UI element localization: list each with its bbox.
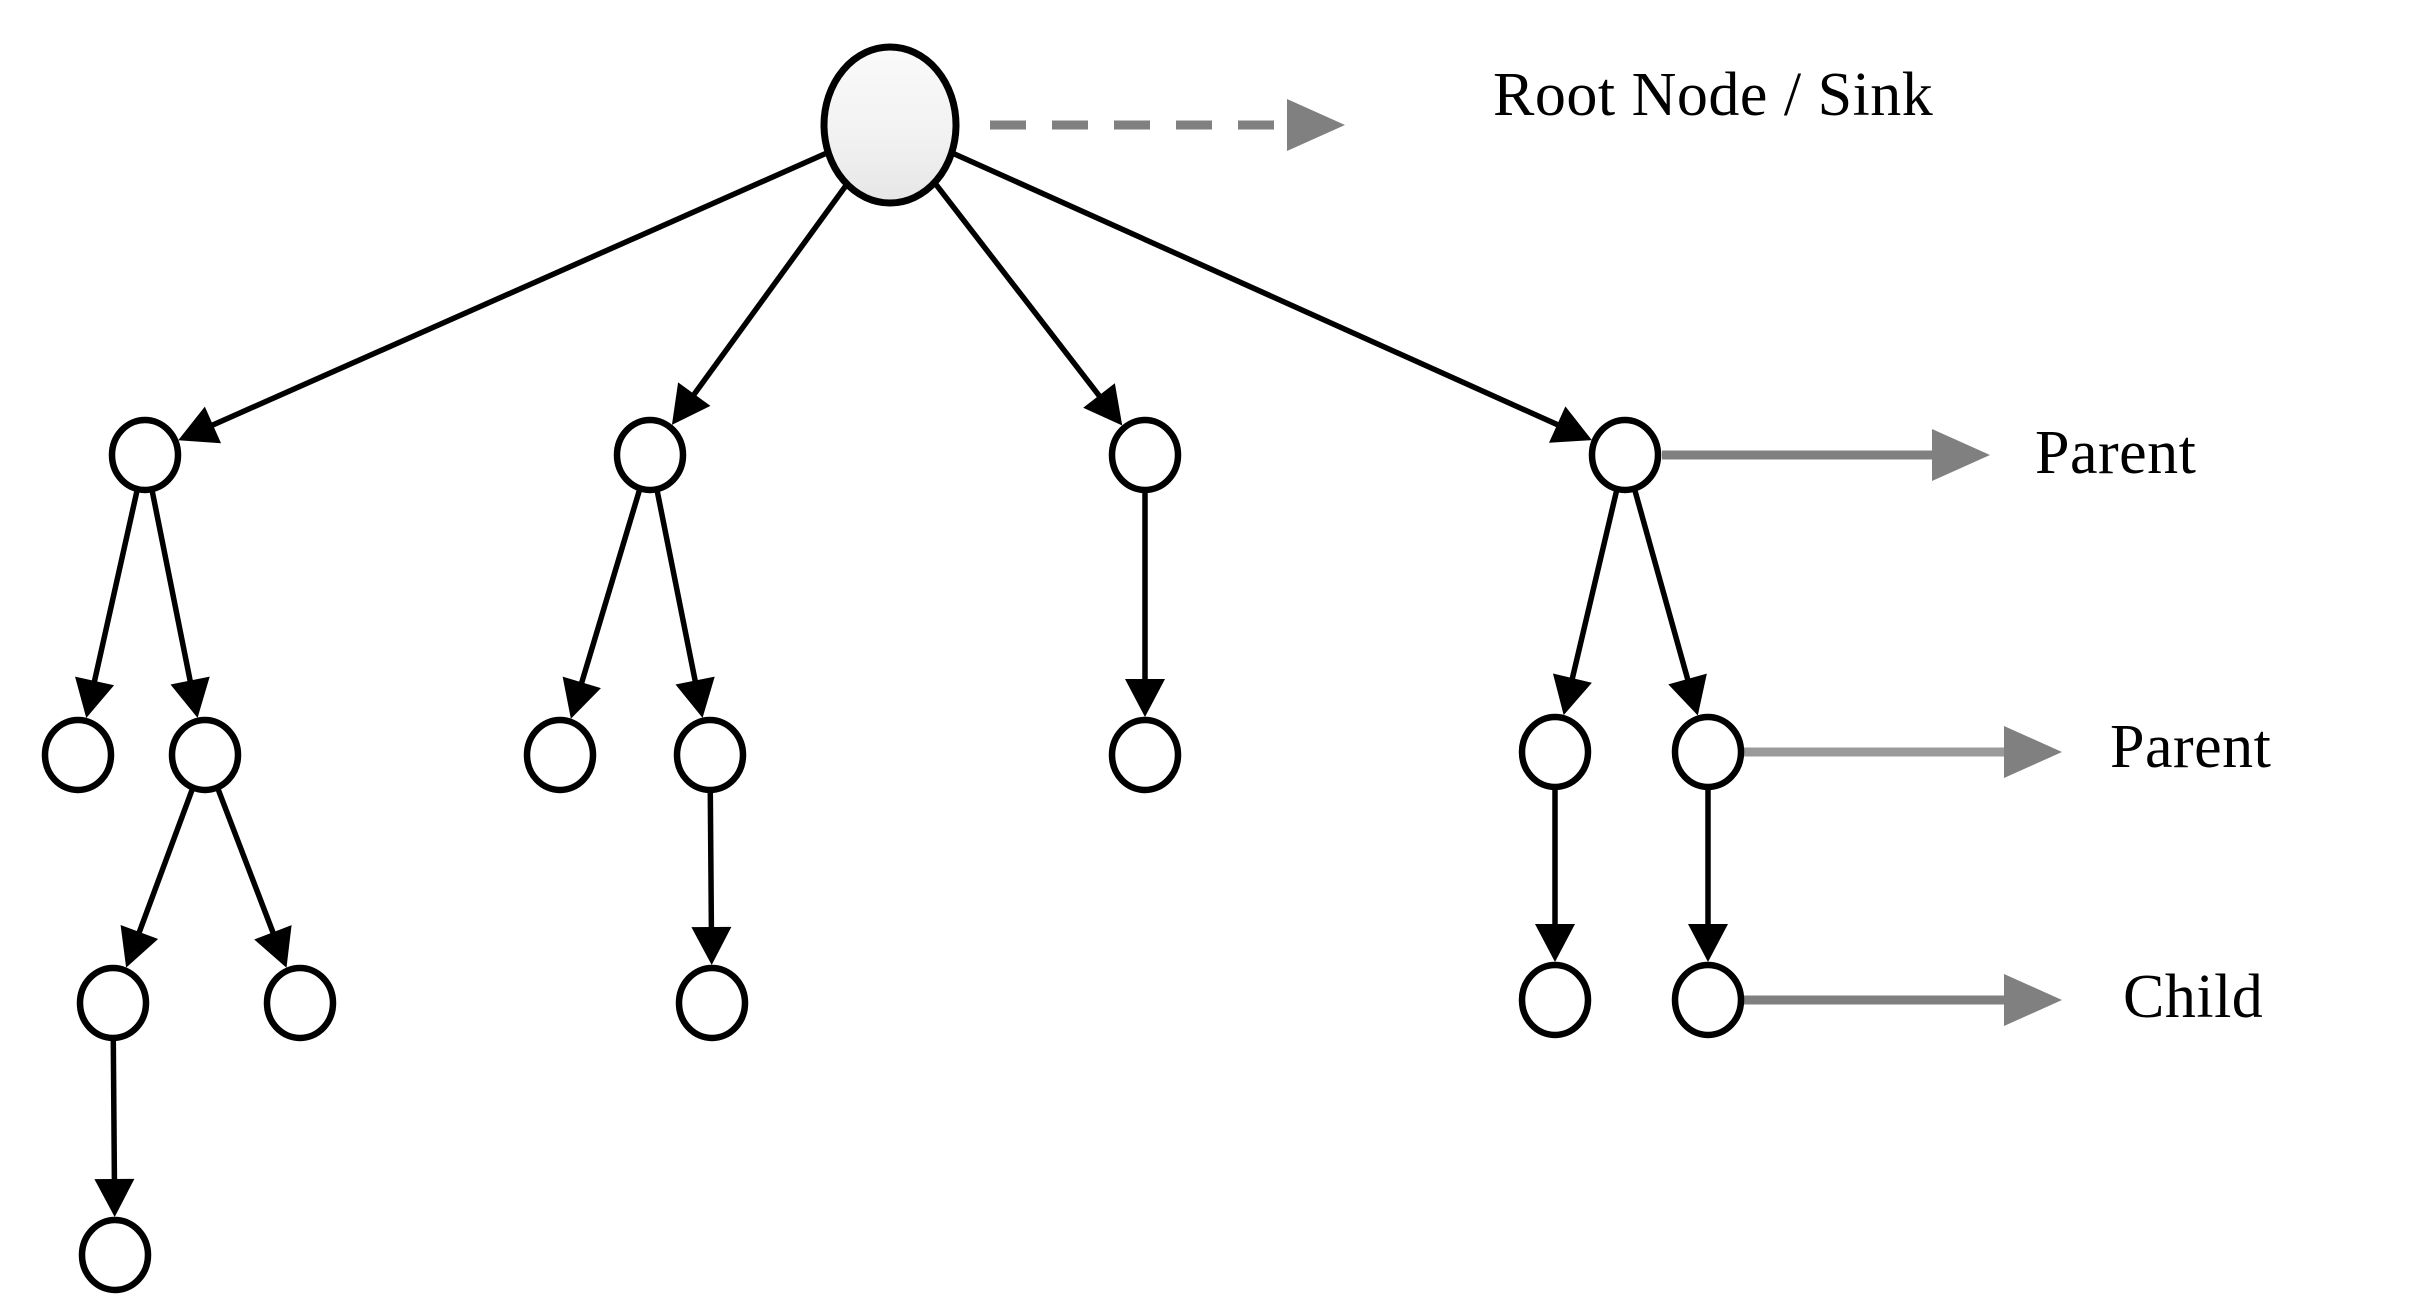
branch-a-level4-node[interactable]	[78, 1216, 152, 1294]
edge-root-to-branch-b-line	[681, 182, 850, 410]
branch-c-level2-node[interactable]	[1108, 716, 1182, 794]
child-annotation-arrowhead	[2004, 974, 2062, 1026]
edge-d1-to-d2-left-line	[1565, 488, 1620, 696]
edge-b1-to-b2-right-arrowhead	[675, 676, 715, 718]
branch-a-level2-right-node[interactable]	[168, 716, 242, 794]
edge-a1-to-a2-left-arrowhead	[75, 676, 115, 719]
edge-root-to-branch-a-line	[196, 149, 830, 435]
branch-d-level2-right-node[interactable]	[1671, 713, 1745, 791]
edge-a3-left-to-a4-arrowhead	[94, 1178, 135, 1218]
parent-level2-annotation-arrowhead	[2004, 726, 2062, 778]
branch-c-level1-node[interactable]	[1108, 416, 1182, 494]
child-annotation-label: Child	[2123, 963, 2264, 1031]
edge-a2-right-to-a3-right	[214, 786, 292, 968]
edge-d2-left-to-d3-left	[1535, 787, 1575, 962]
edge-a1-to-a2-right	[149, 488, 210, 718]
edge-root-to-branch-a-arrowhead	[178, 406, 222, 444]
branch-b-level2-left-node[interactable]	[523, 716, 597, 794]
branch-a-level3-left-node[interactable]	[76, 964, 150, 1042]
parent-level2-annotation-label: Parent	[2110, 713, 2272, 781]
root-annotation-arrow	[990, 99, 1345, 151]
edge-b2-right-to-b3-arrowhead	[691, 926, 732, 966]
edge-root-to-branch-a	[178, 149, 830, 444]
edge-root-to-branch-d-arrowhead	[1549, 406, 1592, 443]
annotations-layer	[990, 99, 2062, 1026]
branch-a-level1-node[interactable]	[108, 416, 182, 494]
edge-a2-right-to-a3-left	[120, 786, 196, 968]
edge-a1-to-a2-left	[75, 488, 141, 719]
edge-b1-to-b2-left-arrowhead	[562, 676, 601, 719]
edge-a3-left-to-a4-line	[110, 1037, 118, 1197]
edge-a3-left-to-a4	[94, 1037, 135, 1218]
branch-a-level2-left-node[interactable]	[41, 716, 115, 794]
edge-a1-to-a2-left-line	[88, 488, 141, 699]
edge-b1-to-b2-right	[654, 488, 715, 718]
edge-a2-right-to-a3-right-line	[214, 786, 282, 950]
edge-d1-to-d2-left-arrowhead	[1552, 673, 1592, 716]
edge-a2-right-to-a3-right-arrowhead	[254, 925, 292, 968]
edge-root-to-branch-c-line	[932, 180, 1112, 411]
edge-b1-to-b2-right-line	[654, 488, 702, 698]
branch-a-level3-right-node[interactable]	[263, 964, 337, 1042]
parent-level1-annotation-arrowhead	[1932, 429, 1990, 481]
parent-level2-annotation-arrow	[1742, 726, 2062, 778]
root-node[interactable]	[820, 43, 960, 207]
edge-a2-right-to-a3-left-arrowhead	[120, 925, 159, 968]
branch-d-level1-node[interactable]	[1588, 416, 1662, 494]
root-annotation-arrowhead	[1287, 99, 1345, 151]
edge-d1-to-d2-right-arrowhead	[1668, 673, 1707, 716]
edge-root-to-branch-c	[932, 180, 1123, 426]
child-annotation-arrow	[1742, 974, 2062, 1026]
edge-d2-left-to-d3-left-arrowhead	[1535, 924, 1575, 962]
edge-root-to-branch-b-arrowhead	[671, 382, 711, 425]
edge-d1-to-d2-left	[1552, 488, 1620, 716]
edge-a1-to-a2-right-arrowhead	[170, 676, 210, 718]
root-annotation-label: Root Node / Sink	[1493, 61, 1934, 129]
edge-root-to-branch-b	[671, 182, 850, 425]
edge-root-to-branch-c-arrowhead	[1083, 383, 1123, 426]
edge-b2-right-to-b3-line	[707, 789, 715, 945]
edge-d2-right-to-d3-right-arrowhead	[1688, 924, 1728, 962]
edge-d1-to-d2-right	[1631, 487, 1707, 716]
edge-a2-right-to-a3-left-line	[130, 786, 196, 949]
edge-d1-to-d2-right-line	[1631, 487, 1695, 697]
branch-b-level1-node[interactable]	[613, 416, 687, 494]
edge-b1-to-b2-left-line	[574, 487, 643, 700]
branch-d-level3-right-node[interactable]	[1671, 961, 1745, 1039]
parent-level1-annotation-arrow	[1662, 429, 1990, 481]
edge-c1-to-c2	[1125, 490, 1165, 717]
branch-d-level3-left-node[interactable]	[1518, 961, 1592, 1039]
edge-b1-to-b2-left	[562, 487, 643, 719]
edge-a1-to-a2-right-line	[149, 488, 197, 698]
edge-root-to-branch-d	[950, 150, 1592, 443]
parent-level1-annotation-label: Parent	[2035, 419, 2197, 487]
edges-layer	[75, 149, 1728, 1218]
edge-d2-right-to-d3-right	[1688, 787, 1728, 962]
branch-d-level2-left-node[interactable]	[1518, 713, 1592, 791]
edge-b2-right-to-b3	[691, 789, 732, 966]
nodes-layer	[41, 43, 1745, 1294]
branch-b-level3-node[interactable]	[675, 964, 749, 1042]
edge-root-to-branch-d-line	[950, 150, 1574, 435]
branch-b-level2-right-node[interactable]	[673, 716, 747, 794]
edge-c1-to-c2-arrowhead	[1125, 679, 1165, 717]
